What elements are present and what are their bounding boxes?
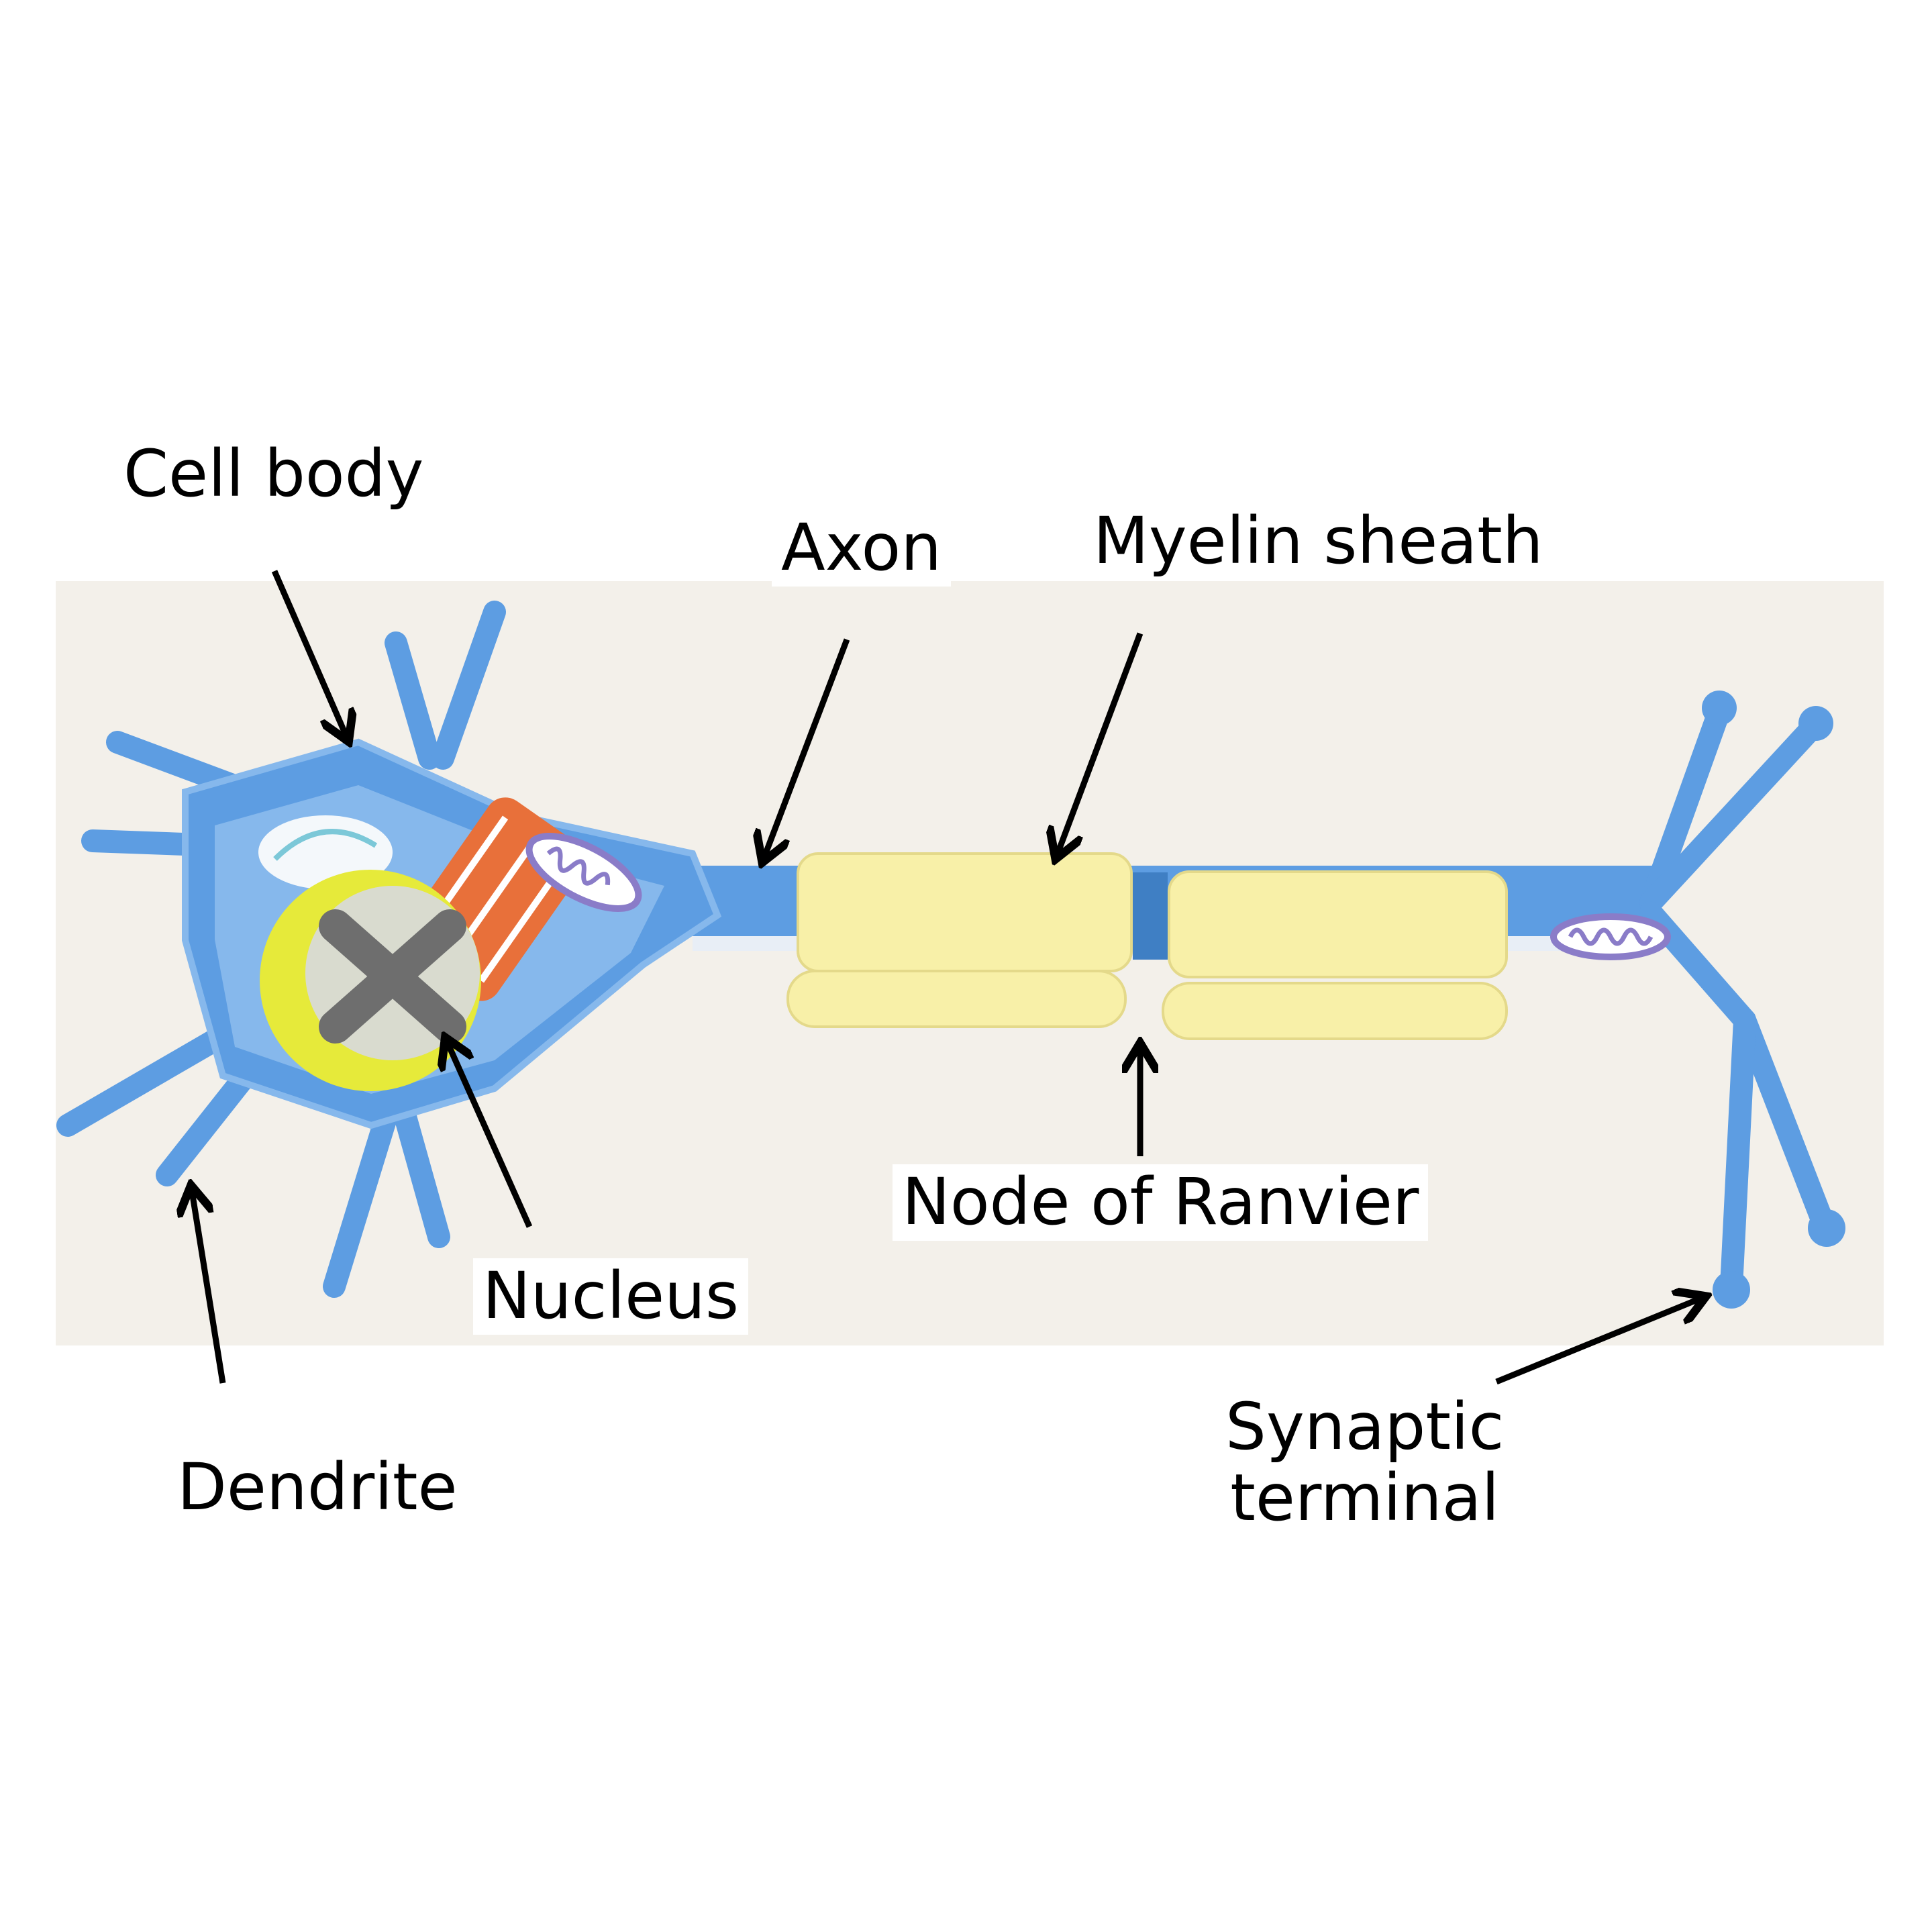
label-synaptic-line1: Synaptic (1225, 1389, 1505, 1464)
label-synaptic-terminal: Synaptic terminal (1216, 1389, 1514, 1537)
nucleus (260, 870, 481, 1091)
myelin-sheaths (786, 852, 1508, 1040)
arrow-synaptic (1495, 1299, 1700, 1385)
label-myelin-sheath: Myelin sheath (1084, 503, 1553, 580)
terminal-mitochondrion (1550, 913, 1671, 960)
label-synaptic-line2: terminal (1230, 1460, 1500, 1535)
label-axon: Axon (772, 510, 952, 587)
label-node-of-ranvier: Node of Ranvier (893, 1164, 1429, 1241)
mitochondrion (525, 833, 642, 912)
arrow-nucleus (448, 1043, 533, 1228)
label-nucleus: Nucleus (473, 1258, 749, 1335)
label-cell-body: Cell body (114, 436, 434, 513)
arrows (192, 570, 1700, 1385)
synaptic-terminal (1639, 700, 1835, 1298)
arrow-dendrite (192, 1191, 226, 1384)
terminal-knobs (1702, 691, 1845, 1309)
arrow-myelin (1058, 632, 1143, 854)
arrow-axon (764, 638, 850, 857)
arrow-cell-body (271, 570, 346, 736)
node-gap (1133, 872, 1168, 960)
label-dendrite: Dendrite (168, 1450, 467, 1526)
